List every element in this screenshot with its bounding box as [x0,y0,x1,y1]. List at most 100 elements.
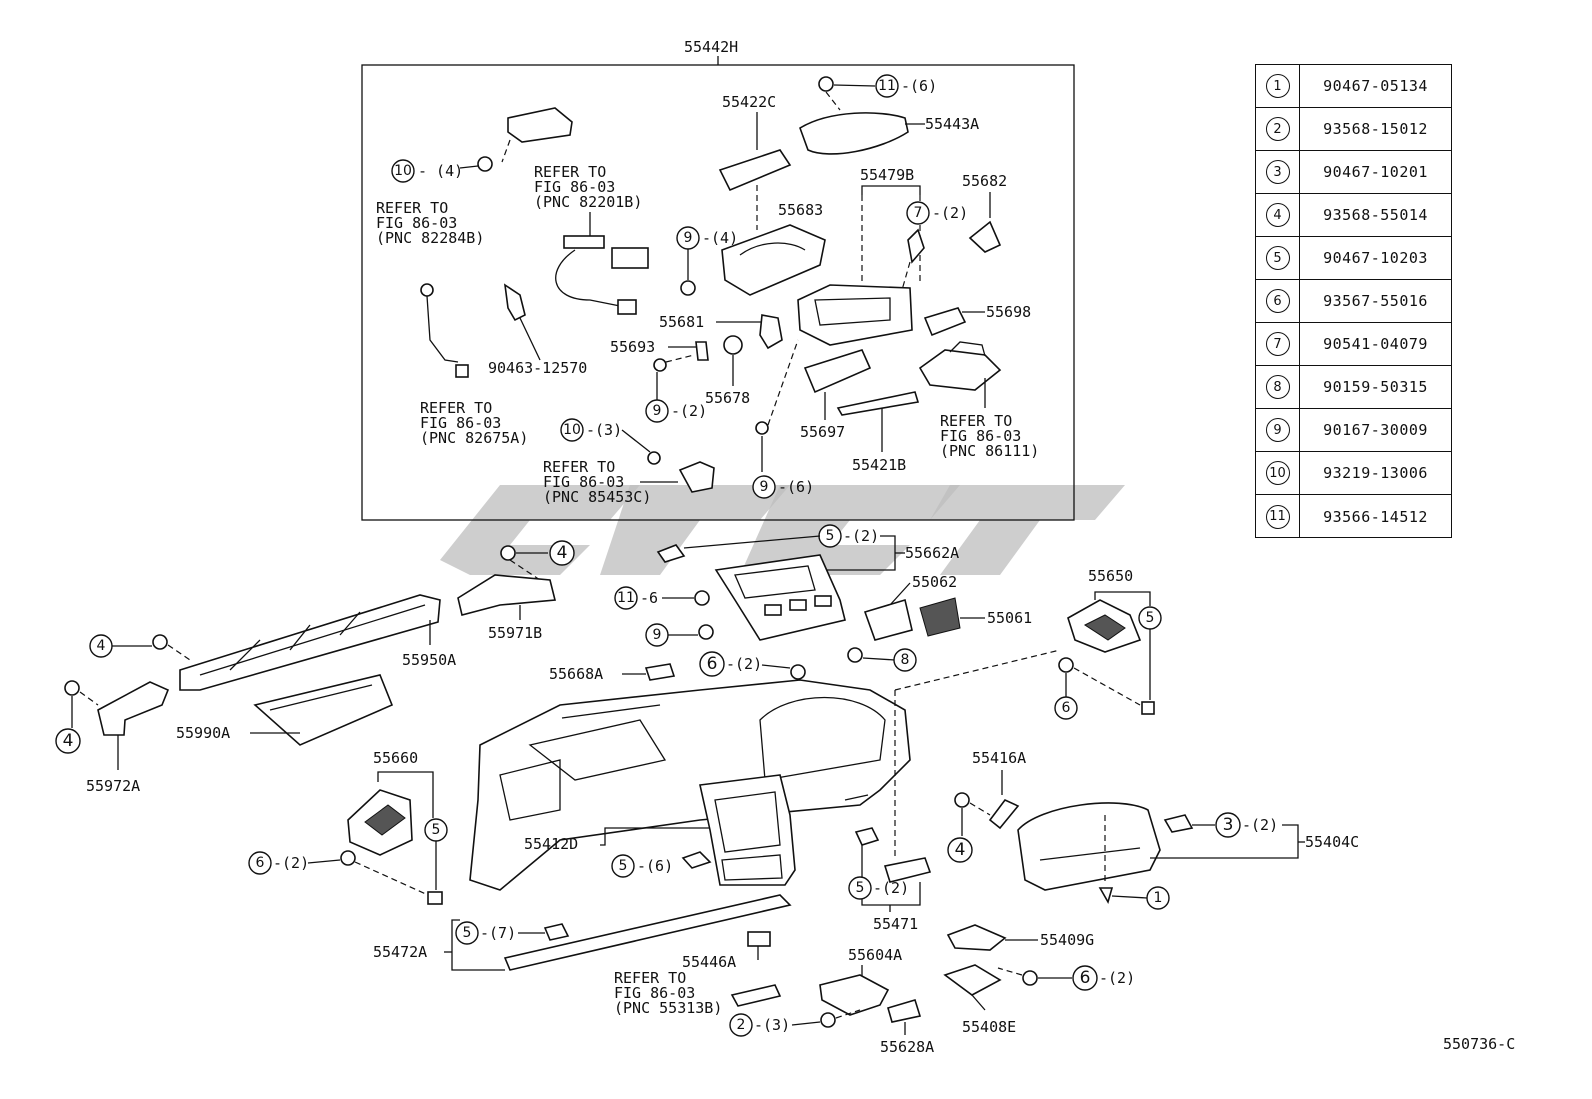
legend-part-number: 93568-15012 [1323,120,1428,138]
part-label: 55950A [402,651,456,669]
callout-number: 10 [394,163,412,179]
legend-part-number: 90167-30009 [1323,421,1428,439]
part-label: - (4) [418,162,463,180]
panel-55412D: 55412D 5 -(6) [524,774,796,886]
legend-number: 11 [1256,495,1300,538]
callout-number: 8 [901,652,910,668]
bracket-55409G: 55409G [946,924,1094,951]
screw-9-bezel: 9 [645,623,714,647]
instrument-panel [469,679,911,891]
part-label: REFER TO [534,163,606,181]
part-label: -(2) [932,204,968,222]
duct-55972A: 4 55972A [55,680,170,795]
part-label: 55408E [962,1018,1016,1036]
callout-number: 6 [707,654,718,674]
part-label: -(2) [273,854,309,872]
part-label: 55404C [1305,833,1359,851]
part-label: 55662A [905,544,959,562]
part-label: FIG 86-03 [543,473,624,491]
legend-number: 6 [1256,280,1300,322]
part-label: REFER TO [543,458,615,476]
callout-number: 9 [760,479,769,495]
callout-number: 11 [617,590,635,606]
legend-number-circle: 8 [1265,375,1290,399]
part-label: (PNC 55313B) [614,999,722,1017]
legend-number: 7 [1256,323,1300,365]
part-label: 55422C [722,93,776,111]
callout-number: 5 [826,528,835,544]
legend-number: 9 [1256,409,1300,451]
wire-harness-82201B [555,235,649,315]
vent-55660: 55660 5 6 -(2) [248,749,448,905]
part-label: 55472A [373,943,427,961]
part-label: -(2) [726,655,762,673]
part-label: FIG 86-03 [614,984,695,1002]
legend-part-number: 90467-05134 [1323,77,1428,95]
part-label: -(2) [1099,969,1135,987]
legend-number: 2 [1256,108,1300,150]
module-86111: REFER TO FIG 86-03 (PNC 86111) [918,341,1039,460]
legend-part-number: 93568-55014 [1323,206,1428,224]
part-label: FIG 86-03 [420,414,501,432]
part-label: 55650 [1088,567,1133,585]
bracket-55682: 55682 [962,172,1007,253]
callout-number: 4 [97,638,106,654]
screw-9-6: 9 -(6) [752,339,814,499]
part-label: 55062 [912,573,957,591]
screw-11-6: 11 -6 [614,586,710,610]
legend-part-number: 90467-10203 [1323,249,1428,267]
clip-55628A: 55628A [880,999,934,1056]
group-label: 55442H [684,38,738,56]
part-label: -(2) [843,527,879,545]
callout-number: 5 [463,925,472,941]
part-label: -(2) [873,879,909,897]
part-label: 55421B [852,456,906,474]
part-label: 55446A [682,953,736,971]
part-label: (PNC 86111) [940,442,1039,460]
part-label: -(4) [702,229,738,247]
part-label: 55678 [705,389,750,407]
legend-number-circle: 2 [1265,117,1290,141]
switch-55681: 55681 [659,313,783,350]
bracket-55471: 5 -(2) 55471 [848,690,932,933]
housing-55683: 55683 [721,201,826,296]
part-label: REFER TO [614,969,686,987]
part-label: 55990A [176,724,230,742]
part-label: 55604A [848,946,902,964]
part-label: 55471 [873,915,918,933]
callout-number: 3 [1223,815,1234,835]
bracket-55416A: 55416A 4 [947,749,1026,863]
legend-number-circle: 6 [1265,289,1290,313]
callout-number: 4 [63,731,74,751]
callout-number: 7 [914,205,923,221]
callout-number: 5 [1146,610,1155,626]
part-label: (PNC 85453C) [543,488,651,506]
part-label: 55972A [86,777,140,795]
part-label: 55697 [800,423,845,441]
part-label: -(6) [901,77,937,95]
part-label: 55443A [925,115,979,133]
vent-55062: 55062 [863,573,957,641]
part-label: 55683 [778,201,823,219]
part-label: 55479B [860,166,914,184]
callout-number: 9 [653,403,662,419]
legend-part-number: 93219-13006 [1323,464,1428,482]
callout-number: 5 [856,880,865,896]
clip-10-4: 10 - (4) [391,156,493,183]
part-label: 55660 [373,749,418,767]
knob-55678: 55678 [705,335,750,407]
diagram-code: 550736-C [1443,1035,1516,1053]
part-label: -6 [640,589,658,607]
socket-85453C: REFER TO FIG 86-03 (PNC 85453C) [543,458,715,506]
callout-number: 4 [955,840,966,860]
vent-55061: 55061 [919,597,1032,637]
legend-number-circle: 1 [1265,74,1290,98]
legend-number: 4 [1256,194,1300,236]
switch-55446A: 55446A REFER TO FIG 86-03 (PNC 55313B) [614,931,782,1017]
watermark-logo [440,485,1125,575]
